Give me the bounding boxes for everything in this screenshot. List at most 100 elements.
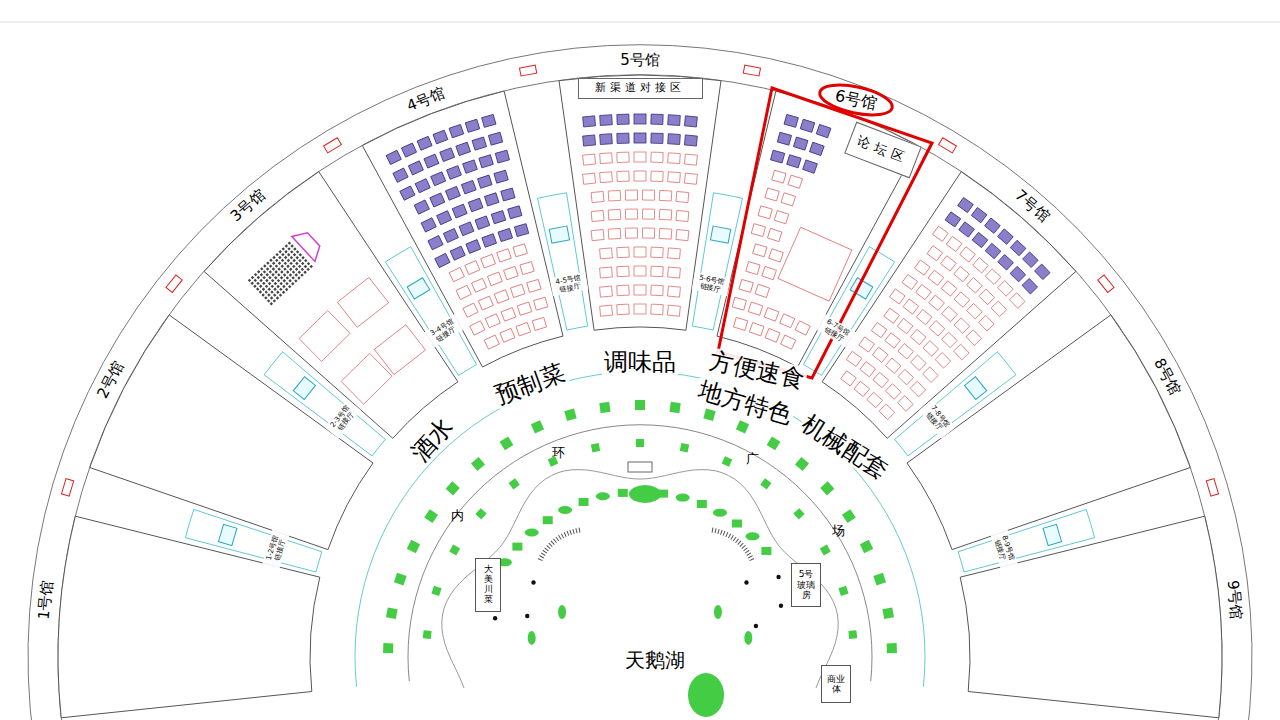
booth — [816, 124, 831, 137]
booth — [651, 152, 663, 162]
seat — [296, 250, 299, 253]
plaza-outer-edge — [355, 372, 925, 687]
booth — [854, 381, 870, 396]
booth — [667, 305, 680, 316]
seat — [265, 285, 268, 288]
large-booth — [337, 277, 388, 327]
seat — [298, 270, 301, 273]
booth — [676, 230, 689, 241]
building-box: 5号玻璃房 — [791, 563, 821, 607]
seat — [292, 270, 295, 273]
booth — [898, 396, 914, 412]
booth — [841, 371, 857, 386]
booth — [935, 353, 951, 369]
booth — [456, 285, 471, 299]
booth — [393, 168, 408, 182]
seat — [298, 259, 301, 262]
booth — [617, 171, 629, 181]
seat — [280, 270, 283, 273]
seat — [279, 293, 282, 296]
seat — [273, 288, 276, 291]
booth — [488, 132, 502, 145]
booth — [872, 347, 888, 362]
seat — [251, 276, 254, 279]
booth — [608, 228, 621, 239]
green-planter — [449, 545, 460, 556]
booth — [885, 333, 901, 348]
booth — [910, 381, 926, 397]
booth — [954, 344, 970, 360]
booth — [600, 286, 613, 297]
booth — [600, 153, 613, 164]
booth — [651, 285, 663, 296]
booth — [651, 171, 663, 181]
booth — [770, 150, 784, 163]
booth — [966, 330, 982, 346]
booth — [634, 304, 646, 314]
booth — [617, 152, 629, 162]
booth — [600, 115, 613, 126]
seat — [276, 285, 279, 288]
booth — [642, 228, 654, 238]
seat — [284, 256, 287, 259]
green-planter — [882, 607, 894, 619]
green-shrub — [688, 673, 724, 717]
booth — [625, 228, 637, 238]
green-planter — [591, 443, 600, 452]
seat — [285, 282, 288, 285]
green-planter — [599, 402, 610, 413]
booth — [452, 204, 467, 218]
booth — [746, 262, 760, 275]
booth — [941, 281, 957, 296]
seat — [269, 259, 272, 262]
link-hall-room — [218, 524, 237, 545]
booth — [927, 246, 943, 261]
seat — [288, 279, 291, 282]
green-planter — [767, 436, 781, 450]
green-planter — [680, 443, 689, 452]
booth — [748, 302, 763, 315]
green-planter — [424, 509, 438, 523]
booth — [915, 260, 931, 275]
seat — [267, 293, 270, 296]
green-planter — [446, 481, 460, 495]
seat — [278, 256, 281, 259]
green-planter — [564, 409, 576, 421]
seat — [281, 259, 284, 262]
booth — [424, 154, 439, 168]
green-planter — [732, 520, 742, 528]
booth — [772, 170, 786, 183]
seat — [289, 273, 292, 276]
entrance-mark — [939, 138, 957, 153]
booth — [793, 137, 807, 150]
booth — [449, 267, 464, 281]
booth — [516, 322, 531, 335]
seat — [268, 288, 271, 291]
booth — [668, 267, 681, 278]
booth — [800, 119, 814, 132]
seat — [289, 268, 292, 271]
booth — [945, 212, 961, 227]
large-booth — [299, 311, 350, 362]
booth — [676, 210, 689, 221]
green-planter — [394, 573, 407, 586]
booth — [642, 209, 654, 219]
green-planter — [383, 643, 393, 653]
booth — [617, 266, 629, 277]
booth — [758, 206, 772, 219]
seat — [280, 282, 283, 285]
link-corridor — [895, 352, 1016, 456]
booth — [520, 262, 534, 275]
link-corridor — [185, 509, 322, 572]
booth — [634, 266, 646, 276]
entrance-mark — [61, 479, 73, 497]
booth — [600, 248, 613, 259]
seat — [280, 276, 283, 279]
booth — [755, 284, 770, 297]
green-planter — [736, 420, 749, 433]
booth — [991, 301, 1007, 317]
booth — [809, 142, 824, 155]
booth — [916, 284, 932, 299]
booth — [998, 281, 1014, 297]
seat — [254, 279, 257, 282]
